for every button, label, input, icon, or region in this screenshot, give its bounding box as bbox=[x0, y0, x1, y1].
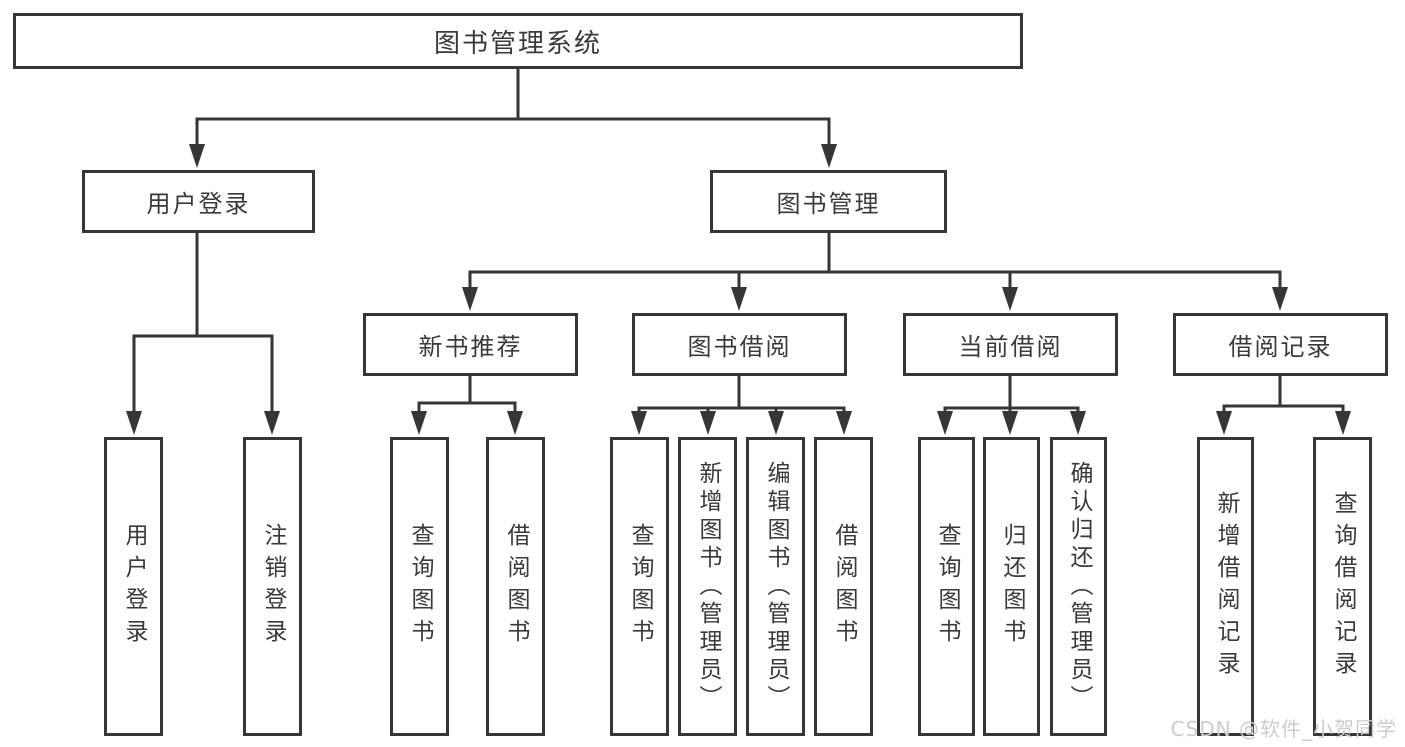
node-label: 新增借阅记录 bbox=[1213, 490, 1239, 683]
node-label: 图书管理系统 bbox=[433, 28, 602, 59]
node-label: 查询图书 bbox=[934, 522, 960, 651]
node-leaf-bb-borrow-books: 借阅图书 bbox=[814, 437, 873, 736]
node-label: 查询借阅记录 bbox=[1330, 490, 1356, 683]
node-label: 归还图书 bbox=[999, 522, 1025, 651]
node-user-login: 用户登录 bbox=[82, 170, 315, 233]
node-borrow-records: 借阅记录 bbox=[1173, 313, 1388, 376]
csdn-watermark: CSDN @软件_小贺同学 bbox=[1170, 717, 1397, 741]
node-root: 图书管理系统 bbox=[13, 13, 1023, 69]
node-label: 编辑图书（管理员） bbox=[763, 460, 789, 713]
node-label: 图书管理 bbox=[776, 190, 881, 218]
node-label: 借阅记录 bbox=[1228, 333, 1333, 361]
node-current-borrow: 当前借阅 bbox=[903, 313, 1118, 376]
node-label: 用户登录 bbox=[146, 190, 251, 218]
node-leaf-bb-query-books: 查询图书 bbox=[610, 437, 669, 736]
node-leaf-nbr-query-books: 查询图书 bbox=[390, 437, 449, 736]
node-label: 新增图书（管理员） bbox=[695, 460, 721, 713]
node-leaf-bb-add-books-admin: 新增图书（管理员） bbox=[678, 437, 737, 736]
node-leaf-nbr-borrow-books: 借阅图书 bbox=[486, 437, 545, 736]
node-new-book-recommend: 新书推荐 bbox=[363, 313, 578, 376]
node-label: 借阅图书 bbox=[831, 522, 857, 651]
node-leaf-user-login: 用户登录 bbox=[104, 437, 163, 736]
node-label: 确认归还（管理员） bbox=[1066, 460, 1092, 713]
node-label: 查询图书 bbox=[407, 522, 433, 651]
node-label: 借阅图书 bbox=[503, 522, 529, 651]
node-leaf-logout: 注销登录 bbox=[243, 437, 302, 736]
node-leaf-cb-query-books: 查询图书 bbox=[918, 437, 975, 736]
node-label: 当前借阅 bbox=[958, 333, 1063, 361]
node-leaf-cb-return-books: 归还图书 bbox=[983, 437, 1040, 736]
node-book-management: 图书管理 bbox=[710, 170, 947, 233]
node-leaf-cb-confirm-return-admin: 确认归还（管理员） bbox=[1050, 437, 1107, 736]
node-label: 新书推荐 bbox=[418, 333, 523, 361]
node-leaf-bb-edit-books-admin: 编辑图书（管理员） bbox=[746, 437, 805, 736]
node-leaf-br-query-record: 查询借阅记录 bbox=[1313, 437, 1372, 736]
node-label: 用户登录 bbox=[121, 522, 147, 651]
node-label: 图书借阅 bbox=[687, 333, 792, 361]
node-leaf-br-add-record: 新增借阅记录 bbox=[1197, 437, 1254, 736]
node-book-borrow: 图书借阅 bbox=[632, 313, 847, 376]
node-label: 注销登录 bbox=[260, 522, 286, 651]
node-label: 查询图书 bbox=[627, 522, 653, 651]
